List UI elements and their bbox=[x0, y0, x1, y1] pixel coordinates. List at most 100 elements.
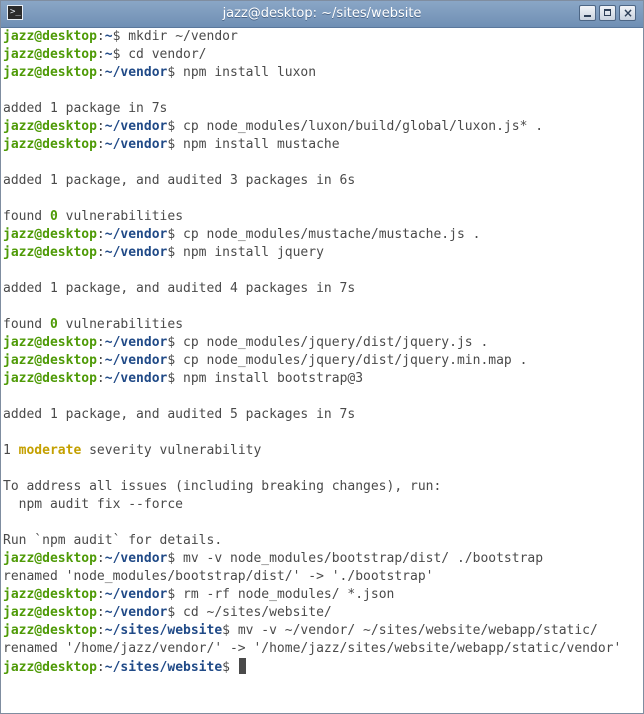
prompt-cwd: ~ bbox=[104, 47, 113, 62]
prompt-separator: : bbox=[96, 227, 105, 242]
window-title: jazz@desktop: ~/sites/website bbox=[222, 6, 422, 21]
prompt-cwd: ~/vendor bbox=[104, 119, 168, 134]
prompt-separator: : bbox=[96, 29, 105, 44]
command-line: jazz@desktop:~/vendor$ npm install boots… bbox=[3, 370, 621, 388]
prompt-cwd: ~/vendor bbox=[104, 65, 168, 80]
command-text: cp node_modules/jquery/dist/jquery.js . bbox=[183, 335, 489, 350]
prompt-user: jazz@desktop bbox=[3, 605, 97, 620]
command-line: jazz@desktop:~/vendor$ cp node_modules/l… bbox=[3, 118, 621, 136]
command-line: jazz@desktop:~/vendor$ cd ~/sites/websit… bbox=[3, 604, 621, 622]
close-icon: × bbox=[623, 6, 634, 20]
output-line: npm audit fix --force bbox=[3, 496, 621, 514]
prompt-cwd: ~/sites/website bbox=[104, 660, 223, 675]
output-line: found 0 vulnerabilities bbox=[3, 208, 621, 226]
prompt-symbol: $ bbox=[167, 245, 184, 260]
command-text: cd ~/sites/website/ bbox=[183, 605, 332, 620]
command-text: mv -v ~/vendor/ ~/sites/website/webapp/s… bbox=[237, 623, 598, 638]
text-cursor bbox=[238, 658, 246, 674]
output-text: added 1 package, and audited 3 packages … bbox=[3, 173, 356, 188]
title-bar[interactable]: >_ jazz@desktop: ~/sites/website × bbox=[1, 1, 643, 28]
prompt-user: jazz@desktop bbox=[3, 65, 97, 80]
command-line: jazz@desktop:~/vendor$ cp node_modules/j… bbox=[3, 334, 621, 352]
prompt-separator: : bbox=[96, 353, 105, 368]
prompt-user: jazz@desktop bbox=[3, 245, 97, 260]
prompt-user: jazz@desktop bbox=[3, 353, 97, 368]
command-line: jazz@desktop:~/sites/website$ mv -v ~/ve… bbox=[3, 622, 621, 640]
command-text: cp node_modules/mustache/mustache.js . bbox=[183, 227, 481, 242]
terminal-icon[interactable]: >_ bbox=[7, 5, 23, 20]
command-text: mv -v node_modules/bootstrap/dist/ ./boo… bbox=[183, 551, 544, 566]
command-line: jazz@desktop:~/vendor$ npm install jquer… bbox=[3, 244, 621, 262]
prompt-separator: : bbox=[96, 245, 105, 260]
output-text: 1 bbox=[3, 443, 19, 458]
prompt-separator: : bbox=[96, 623, 105, 638]
prompt-cwd: ~/vendor bbox=[104, 587, 168, 602]
prompt-cwd: ~/vendor bbox=[104, 227, 168, 242]
minimize-icon bbox=[584, 15, 591, 17]
prompt-separator: : bbox=[96, 47, 105, 62]
prompt-separator: : bbox=[96, 137, 105, 152]
prompt-symbol: $ bbox=[167, 587, 184, 602]
maximize-button[interactable] bbox=[599, 5, 616, 21]
prompt-cwd: ~/vendor bbox=[104, 551, 168, 566]
output-text: vulnerabilities bbox=[57, 209, 184, 224]
command-line: jazz@desktop:~/vendor$ rm -rf node_modul… bbox=[3, 586, 621, 604]
prompt-cwd: ~ bbox=[104, 29, 113, 44]
output-line: To address all issues (including breakin… bbox=[3, 478, 621, 496]
prompt-symbol: $ bbox=[167, 227, 184, 242]
close-button[interactable]: × bbox=[619, 5, 636, 21]
output-line: added 1 package, and audited 3 packages … bbox=[3, 172, 621, 190]
prompt-separator: : bbox=[96, 605, 105, 620]
prompt-symbol: $ bbox=[222, 623, 238, 638]
prompt-cwd: ~/vendor bbox=[104, 371, 168, 386]
output-line bbox=[3, 424, 621, 442]
command-line: jazz@desktop:~$ mkdir ~/vendor bbox=[3, 28, 621, 46]
output-text: added 1 package, and audited 5 packages … bbox=[3, 407, 356, 422]
prompt-cwd: ~/vendor bbox=[104, 335, 168, 350]
prompt-user: jazz@desktop bbox=[3, 137, 97, 152]
prompt-cwd: ~/vendor bbox=[104, 605, 168, 620]
output-text: npm audit fix --force bbox=[3, 497, 184, 512]
prompt-separator: : bbox=[96, 371, 105, 386]
output-line: Run `npm audit` for details. bbox=[3, 532, 621, 550]
prompt-separator: : bbox=[96, 660, 105, 675]
output-line: added 1 package, and audited 5 packages … bbox=[3, 406, 621, 424]
command-text: cd vendor/ bbox=[128, 47, 207, 62]
prompt-cwd: ~/sites/website bbox=[104, 623, 223, 638]
output-text: found bbox=[3, 209, 50, 224]
output-line: renamed '/home/jazz/vendor/' -> '/home/j… bbox=[3, 640, 621, 658]
output-line bbox=[3, 460, 621, 478]
command-line: jazz@desktop:~/vendor$ cp node_modules/j… bbox=[3, 352, 621, 370]
prompt-symbol: $ bbox=[112, 29, 129, 44]
output-line bbox=[3, 190, 621, 208]
command-text: npm install bootstrap@3 bbox=[183, 371, 364, 386]
output-text: renamed 'node_modules/bootstrap/dist/' -… bbox=[3, 569, 434, 584]
output-line: found 0 vulnerabilities bbox=[3, 316, 621, 334]
vulnerability-count: 0 bbox=[49, 317, 58, 332]
prompt-symbol: $ bbox=[167, 119, 184, 134]
prompt-separator: : bbox=[96, 335, 105, 350]
output-text: To address all issues (including breakin… bbox=[3, 479, 442, 494]
prompt-user: jazz@desktop bbox=[3, 623, 97, 638]
minimize-button[interactable] bbox=[579, 5, 596, 21]
command-text: npm install mustache bbox=[183, 137, 340, 152]
prompt-user: jazz@desktop bbox=[3, 29, 97, 44]
output-line bbox=[3, 298, 621, 316]
command-line: jazz@desktop:~/vendor$ cp node_modules/m… bbox=[3, 226, 621, 244]
prompt-symbol: $ bbox=[167, 335, 184, 350]
prompt-user: jazz@desktop bbox=[3, 335, 97, 350]
prompt-symbol: $ bbox=[167, 353, 184, 368]
prompt-cwd: ~/vendor bbox=[104, 353, 168, 368]
output-line bbox=[3, 514, 621, 532]
prompt-user: jazz@desktop bbox=[3, 587, 97, 602]
prompt-user: jazz@desktop bbox=[3, 551, 97, 566]
output-line bbox=[3, 262, 621, 280]
command-text: mkdir ~/vendor bbox=[128, 29, 238, 44]
output-text: added 1 package, and audited 4 packages … bbox=[3, 281, 356, 296]
severity-label: moderate bbox=[18, 443, 82, 458]
prompt-user: jazz@desktop bbox=[3, 227, 97, 242]
output-text: vulnerabilities bbox=[57, 317, 184, 332]
maximize-icon bbox=[604, 9, 611, 16]
vulnerability-count: 0 bbox=[49, 209, 58, 224]
